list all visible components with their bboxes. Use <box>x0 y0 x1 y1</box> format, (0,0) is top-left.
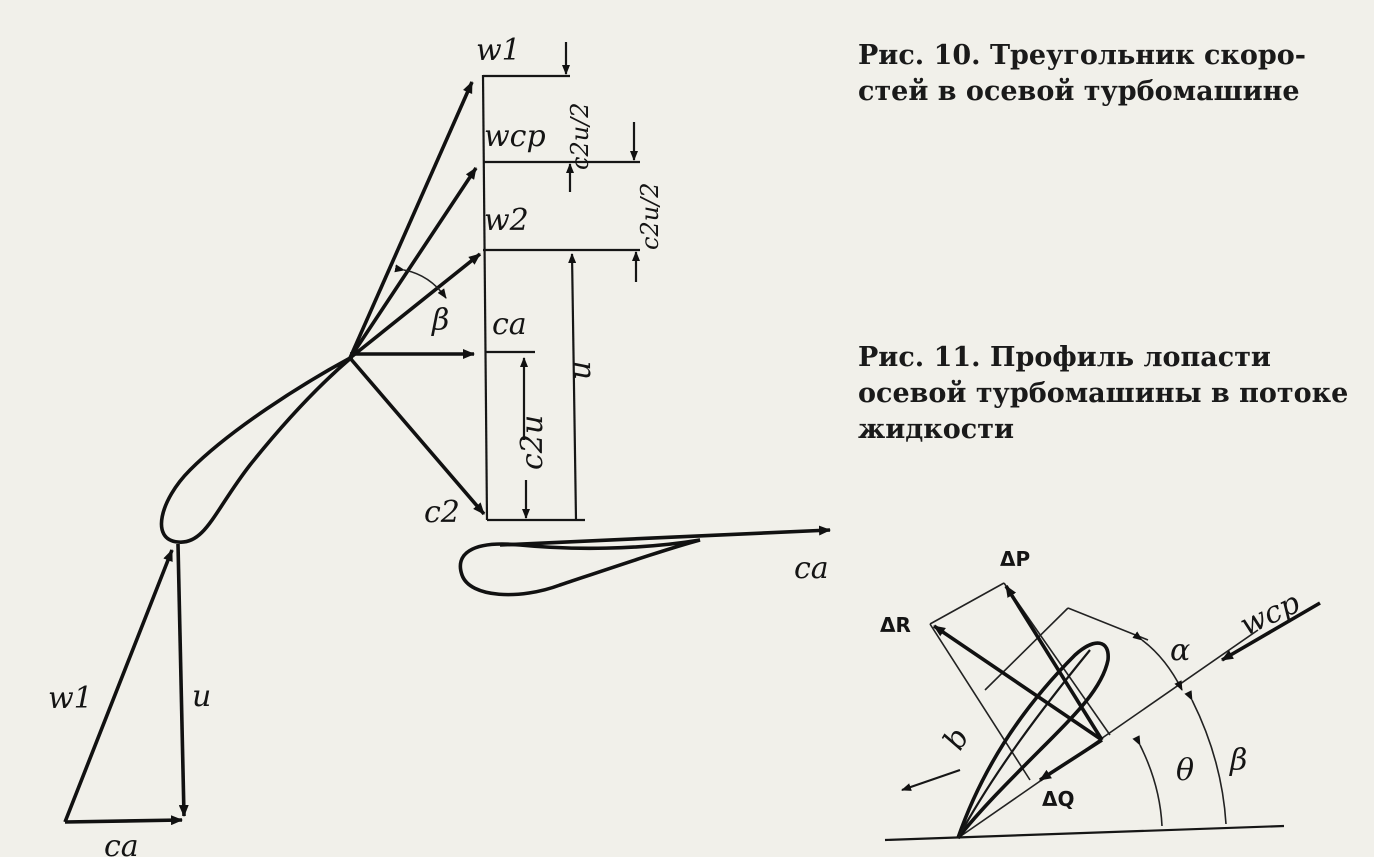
vector-dP <box>1004 585 1104 741</box>
fig11-diagram: ΔP ΔR ΔQ b wcp α θ β <box>880 547 1321 842</box>
label-c2u-half-2: c2u/2 <box>636 182 664 250</box>
label-alpha: α <box>1170 633 1190 668</box>
beta-arc-11 <box>1184 690 1227 825</box>
label-w1-top: w1 <box>476 33 521 68</box>
label-ca-bottom: ca <box>794 551 829 586</box>
span-line-b <box>1067 607 1149 641</box>
vector-w1 <box>348 81 474 359</box>
chord-line <box>957 629 1259 839</box>
label-ca-left-bottom: ca <box>104 829 139 857</box>
blade-profile-main <box>159 355 354 544</box>
label-ca: ca <box>492 307 527 342</box>
label-c2: c2 <box>424 495 460 530</box>
alpha-arc <box>1132 631 1183 691</box>
label-wcp-11: wcp <box>1235 585 1306 643</box>
blade-profile-side <box>458 538 701 597</box>
vector-ca-left <box>64 815 183 826</box>
theta-arc <box>1132 735 1163 827</box>
vector-u-left <box>176 543 189 817</box>
vector-w1-left <box>63 549 174 823</box>
label-c2u: c2u <box>515 415 550 470</box>
base-line <box>884 824 1285 842</box>
label-w1-left: w1 <box>48 681 93 716</box>
vector-w2 <box>348 252 482 360</box>
airfoil-camber <box>957 649 1091 839</box>
vector-c2 <box>348 356 486 516</box>
label-u-left: u <box>192 679 211 714</box>
caption-fig11: Рис. 11. Профиль лопасти осевой турбомаш… <box>858 342 1349 445</box>
label-beta-11: β <box>1229 743 1247 778</box>
label-theta: θ <box>1176 753 1194 788</box>
vertical-u-line <box>481 74 489 521</box>
vector-dR <box>932 624 1104 742</box>
label-c2u-half-1: c2u/2 <box>566 102 594 170</box>
airfoil-profile <box>956 641 1110 840</box>
u-dimension <box>568 253 578 521</box>
label-wcp: wcp <box>484 119 546 154</box>
label-beta: β <box>431 303 449 338</box>
b-dimension <box>901 768 961 792</box>
label-b: b <box>937 722 977 756</box>
force-rect-left <box>929 582 1005 625</box>
span-line-a <box>984 607 1069 691</box>
label-u-right: u <box>563 361 598 380</box>
vector-ca-flow <box>499 525 831 547</box>
caption-fig10: Рис. 10. Треугольник скоро-стей в осевой… <box>858 40 1307 107</box>
label-dQ: ΔQ <box>1042 787 1074 811</box>
fig10-diagram: w1 wcp w2 ca β u c2u c2u/2 c2u/2 c2 ca w… <box>48 33 831 857</box>
label-dR: ΔR <box>880 613 911 637</box>
vector-wcp-flow <box>1221 601 1321 662</box>
vector-wcp <box>348 167 478 359</box>
beta-arc <box>394 264 447 299</box>
label-dP: ΔP <box>1000 547 1030 571</box>
force-rect-bottom <box>929 623 1031 781</box>
label-w2: w2 <box>484 203 529 238</box>
vector-dQ <box>1039 738 1103 782</box>
